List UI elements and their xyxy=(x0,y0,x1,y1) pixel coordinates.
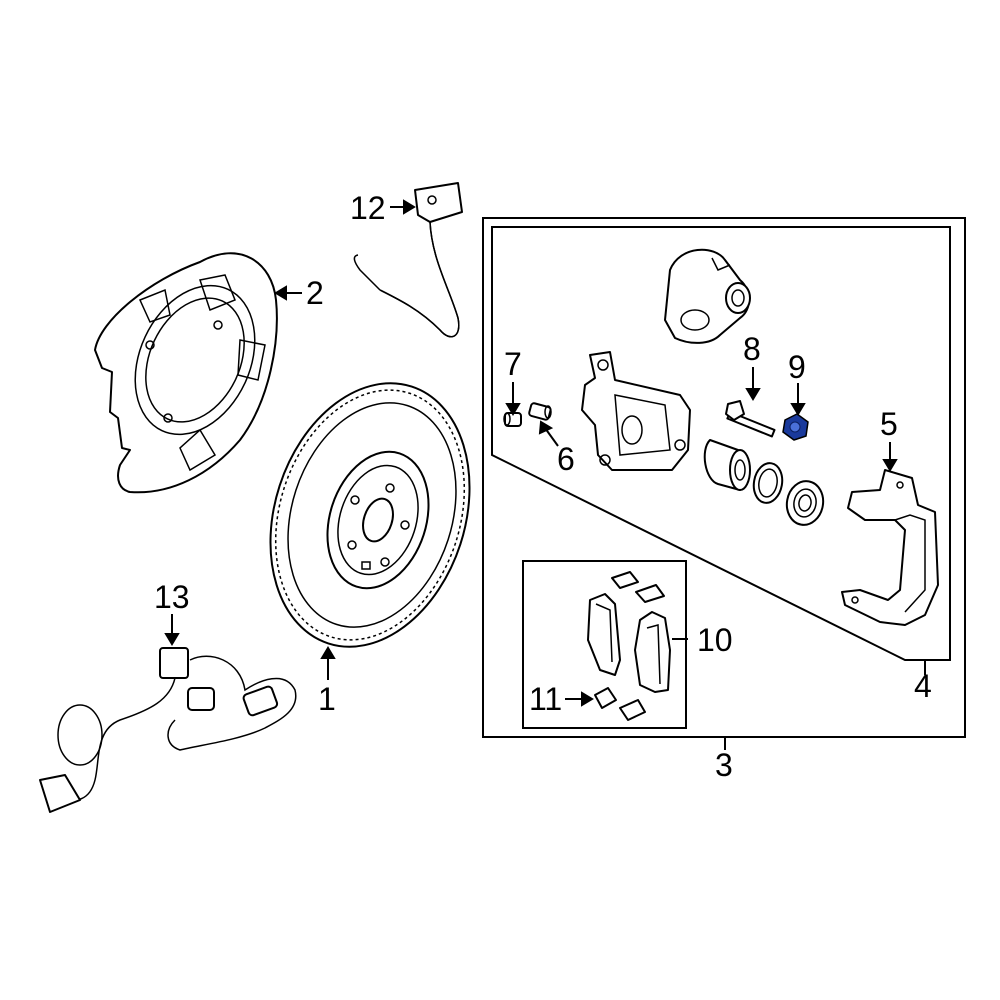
callout-labels: 1 2 3 4 5 6 7 8 9 10 11 12 13 xyxy=(154,190,932,783)
callout-5: 5 xyxy=(880,406,898,442)
dust-boot[interactable] xyxy=(783,478,826,528)
callout-2: 2 xyxy=(306,275,324,311)
brake-pad-inner[interactable] xyxy=(587,593,621,676)
abutment-clips[interactable] xyxy=(594,687,646,721)
piston-seal[interactable] xyxy=(751,461,786,505)
callout-10: 10 xyxy=(697,622,733,658)
dust-shield[interactable] xyxy=(94,252,278,494)
callout-12: 12 xyxy=(350,190,386,226)
brake-pad-outer[interactable] xyxy=(634,611,671,693)
brake-rotor[interactable] xyxy=(238,357,502,672)
highlighted-nut[interactable] xyxy=(782,413,809,441)
brake-hose[interactable] xyxy=(353,182,463,338)
callout-1: 1 xyxy=(318,681,336,717)
caliper-piston[interactable] xyxy=(703,439,751,491)
pad-clips[interactable] xyxy=(611,571,665,603)
leader-lines xyxy=(164,199,926,750)
callout-4: 4 xyxy=(914,668,932,704)
callout-9: 9 xyxy=(788,349,806,385)
callout-6: 6 xyxy=(557,441,575,477)
caliper-bracket[interactable] xyxy=(841,469,939,626)
wheel-speed-sensor-harness[interactable] xyxy=(39,647,297,813)
callout-7: 7 xyxy=(504,346,522,382)
parking-brake-motor[interactable] xyxy=(664,248,751,344)
guide-pin[interactable] xyxy=(528,402,552,421)
caliper-body[interactable] xyxy=(581,351,691,471)
caliper-subassembly-box xyxy=(491,226,951,661)
pad-kit-box xyxy=(522,560,687,729)
caliper-bolt[interactable] xyxy=(725,400,776,438)
callout-3: 3 xyxy=(715,747,733,783)
callout-13: 13 xyxy=(154,579,190,615)
callout-11: 11 xyxy=(529,681,562,717)
callout-8: 8 xyxy=(743,331,761,367)
